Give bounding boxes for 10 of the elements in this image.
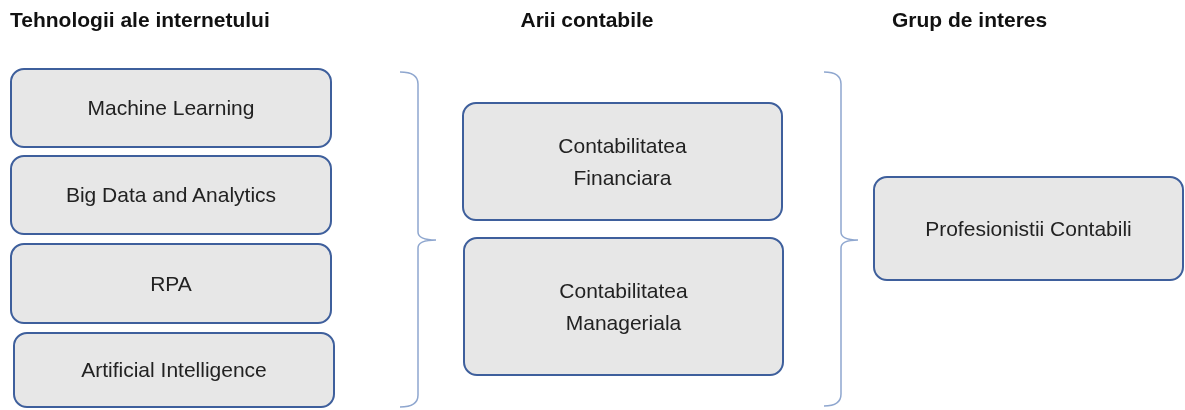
area-box: Contabilitatea Financiara xyxy=(462,102,783,221)
technology-box: Big Data and Analytics xyxy=(10,155,332,235)
technology-box: Artificial Intelligence xyxy=(13,332,335,408)
technology-box: RPA xyxy=(10,243,332,324)
group-box: Profesionistii Contabili xyxy=(873,176,1184,281)
column-heading: Arii contabile xyxy=(519,8,655,32)
column-heading: Tehnologii ale internetului xyxy=(10,8,270,32)
area-box: Contabilitatea Manageriala xyxy=(463,237,784,376)
technology-box: Machine Learning xyxy=(10,68,332,148)
column-heading: Grup de interes xyxy=(892,8,1048,32)
